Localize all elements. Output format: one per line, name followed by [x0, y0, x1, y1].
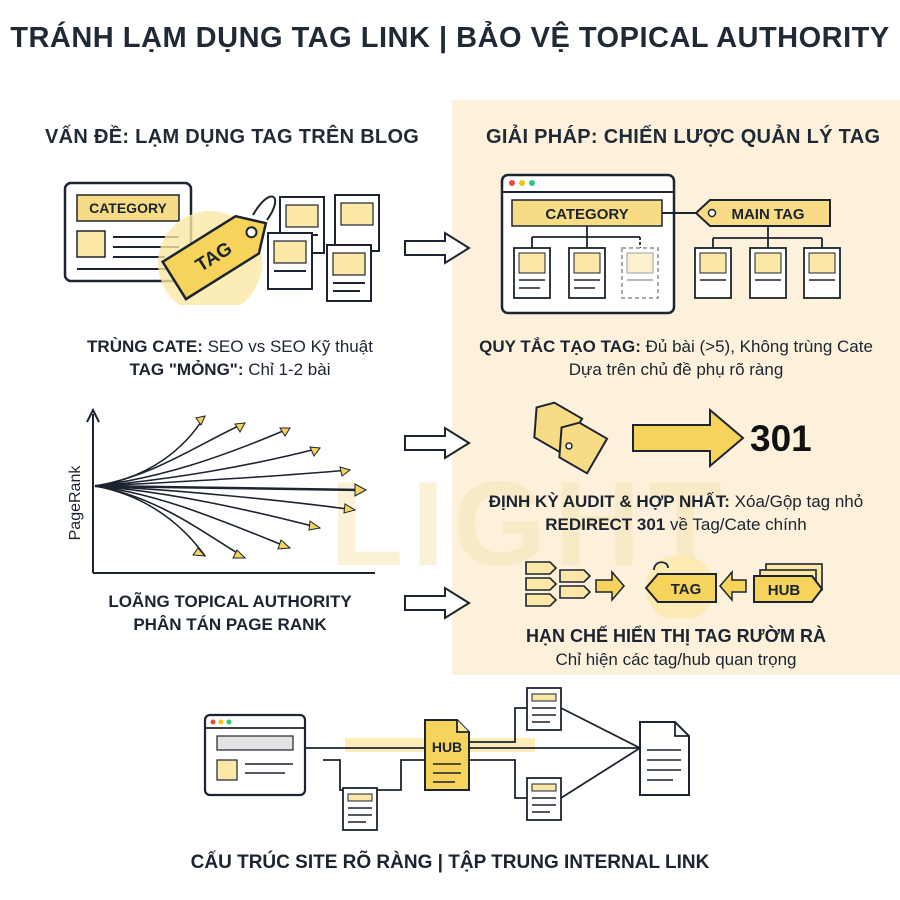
- tag-shape: TAG: [160, 214, 268, 301]
- redirect-text: về Tag/Cate chính: [665, 515, 807, 534]
- key-tag-label: TAG: [671, 581, 702, 598]
- thin-tag-text: Chỉ 1-2 bài: [243, 360, 331, 379]
- structure-caption: CẤU TRÚC SITE RÕ RÀNG | TẬP TRUNG INTERN…: [190, 852, 710, 873]
- site-structure-diagram: HUB: [203, 687, 690, 831]
- limit-tags-text: Chỉ hiện các tag/hub quan trọng: [555, 650, 797, 669]
- audit-redirect-illustration: [533, 401, 745, 475]
- audit-label: ĐỊNH KỲ AUDIT & HỢP NHẤT:: [488, 492, 730, 511]
- hub-tag-label: HUB: [768, 582, 801, 599]
- problem-category-label: CATEGORY: [89, 200, 167, 216]
- solution-caption-2: ĐỊNH KỲ AUDIT & HỢP NHẤT: Xóa/Gộp tag nh…: [452, 490, 900, 536]
- solution-category-label: CATEGORY: [545, 206, 628, 223]
- arrow-right-icon: [404, 231, 471, 265]
- tags-icon: [533, 401, 609, 475]
- main-tag-shape: MAIN TAG: [694, 199, 831, 227]
- tag-strategy-illustration: CATEGORY MAIN TAG: [500, 173, 841, 315]
- thin-tag-label: TAG "MỎNG":: [129, 360, 244, 379]
- tag-rule-text: Đủ bài (>5), Không trùng Cate: [640, 337, 873, 356]
- redirect-label: REDIRECT 301: [545, 515, 666, 534]
- small-tags-cluster: [525, 561, 592, 607]
- pagerank-axis-label: PageRank: [67, 465, 84, 541]
- pagerank-dilution-chart: PageRank: [67, 408, 375, 574]
- duplicate-cate-text: SEO vs SEO Kỹ thuật: [202, 337, 373, 356]
- problem-caption-1: TRÙNG CATE: SEO vs SEO Kỹ thuật TAG "MỎN…: [30, 335, 430, 381]
- hub-file-label: HUB: [432, 739, 462, 755]
- main-tag-label: MAIN TAG: [731, 206, 804, 223]
- redirect-code: 301: [750, 418, 812, 459]
- limit-tags-label: HẠN CHẾ HIỂN THỊ TAG RƯỜM RÀ: [526, 626, 826, 646]
- tag-string: [252, 195, 277, 221]
- arrow-right-icon: [404, 586, 471, 620]
- tag-rule-label: QUY TẮC TẠO TAG:: [479, 337, 641, 356]
- audit-text: Xóa/Gộp tag nhỏ: [729, 492, 864, 511]
- solution-caption-3: HẠN CHẾ HIỂN THỊ TAG RƯỜM RÀ Chỉ hiện cá…: [452, 625, 900, 671]
- problem-heading: VẤN ĐỀ: LẠM DỤNG TAG TRÊN BLOG: [45, 126, 420, 148]
- dilution-line2: PHÂN TÁN PAGE RANK: [133, 615, 327, 634]
- limit-tags-illustration: TAG HUB: [525, 556, 824, 618]
- hub-tag-shape: HUB: [753, 563, 824, 603]
- target-page-icon: [639, 721, 690, 796]
- solution-heading: GIẢI PHÁP: CHIẾN LƯỢC QUẢN LÝ TAG: [486, 126, 881, 148]
- category-window: CATEGORY: [63, 181, 193, 283]
- problem-caption-3: LOÃNG TOPICAL AUTHORITY PHÂN TÁN PAGE RA…: [30, 590, 430, 636]
- tag-overuse-illustration: CATEGORY TAG: [63, 181, 380, 305]
- tag-rule-line2: Dựa trên chủ đề phụ rõ ràng: [568, 360, 784, 379]
- duplicate-cate-label: TRÙNG CATE:: [87, 337, 203, 356]
- browser-window-icon: [203, 713, 307, 797]
- arrow-right-icon: [404, 426, 471, 460]
- doc-stack: [267, 194, 380, 302]
- page-title: TRÁNH LẠM DỤNG TAG LINK | BẢO VỆ TOPICAL…: [10, 22, 890, 54]
- key-tag-shape: TAG: [644, 573, 717, 603]
- hub-file-icon: HUB: [424, 719, 470, 791]
- dilution-line1: LOÃNG TOPICAL AUTHORITY: [108, 592, 352, 611]
- big-arrow-icon: [632, 407, 745, 469]
- solution-caption-1: QUY TẮC TẠO TAG: Đủ bài (>5), Không trùn…: [452, 335, 900, 381]
